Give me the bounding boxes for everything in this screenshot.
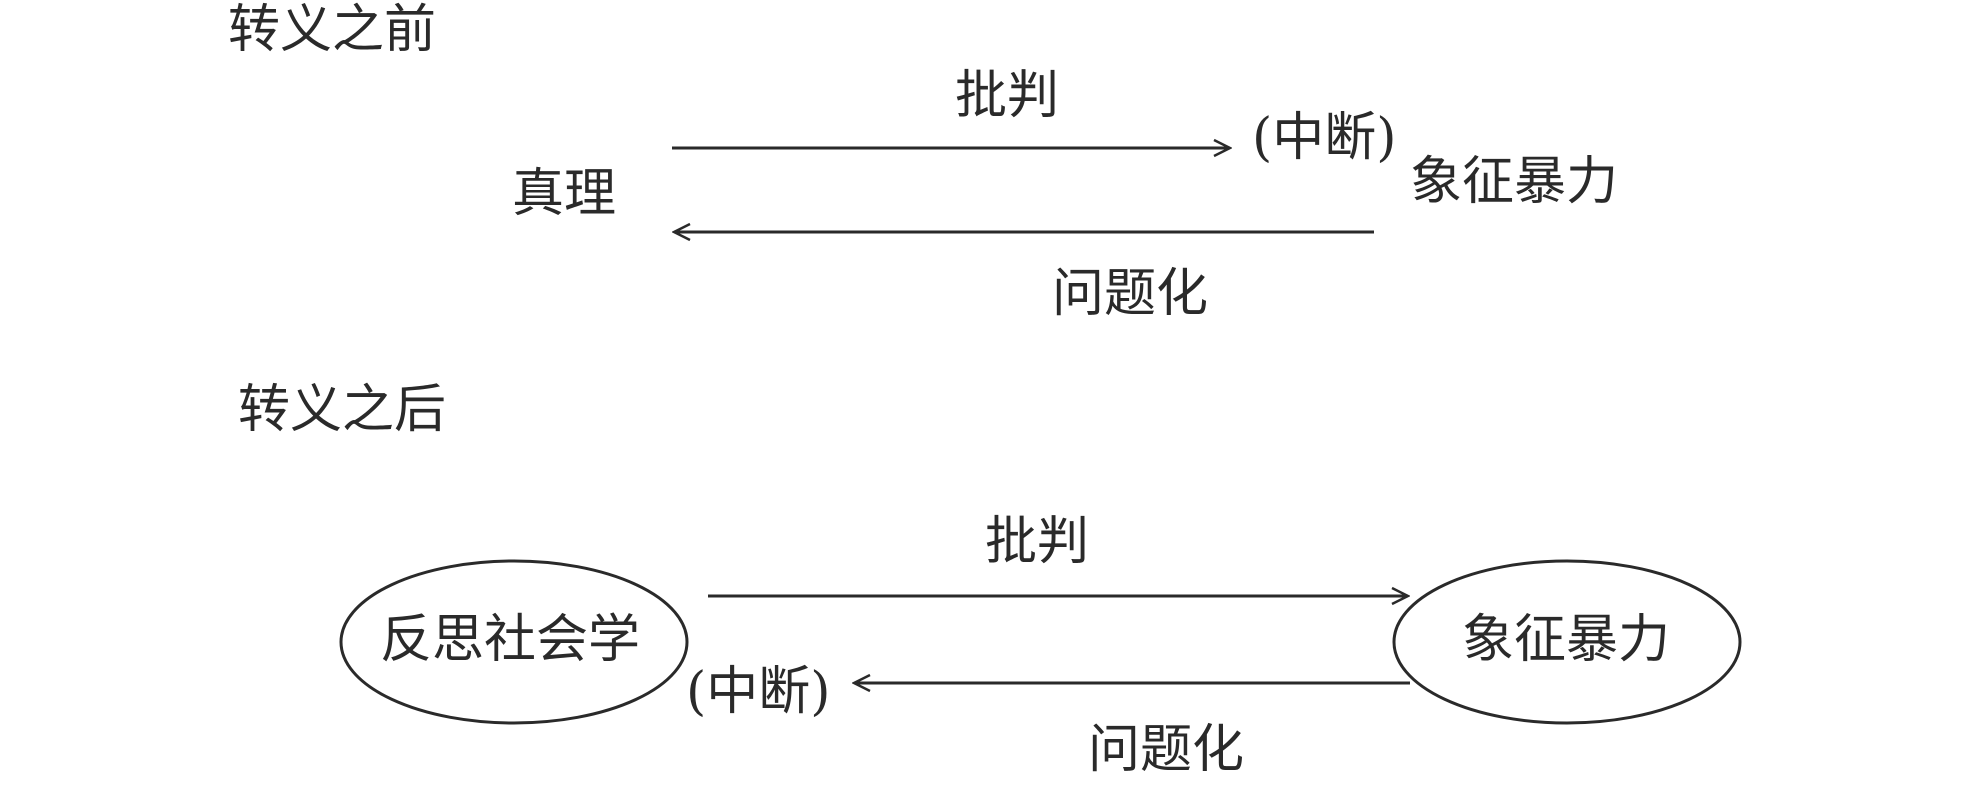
after-right-node-symbolic-violence: 象征暴力: [1462, 610, 1671, 670]
before-critique-label: 批判: [955, 66, 1060, 126]
after-critique-label: 批判: [985, 512, 1090, 572]
before-problematize-label: 问题化: [1052, 264, 1209, 324]
after-left-node-reflexive-sociology: 反思社会学: [380, 610, 641, 670]
before-left-node-truth: 真理: [512, 164, 617, 224]
after-heading: 转义之后: [238, 380, 447, 440]
before-heading: 转义之前: [228, 0, 437, 60]
after-left-node-ellipse: [339, 559, 689, 725]
before-right-node-symbolic-violence: 象征暴力: [1410, 152, 1619, 212]
after-interrupt-note: (中断): [686, 662, 831, 722]
after-right-node-ellipse: [1392, 559, 1742, 725]
before-interrupt-note: (中断): [1252, 108, 1397, 168]
after-problematize-label: 问题化: [1088, 720, 1245, 780]
